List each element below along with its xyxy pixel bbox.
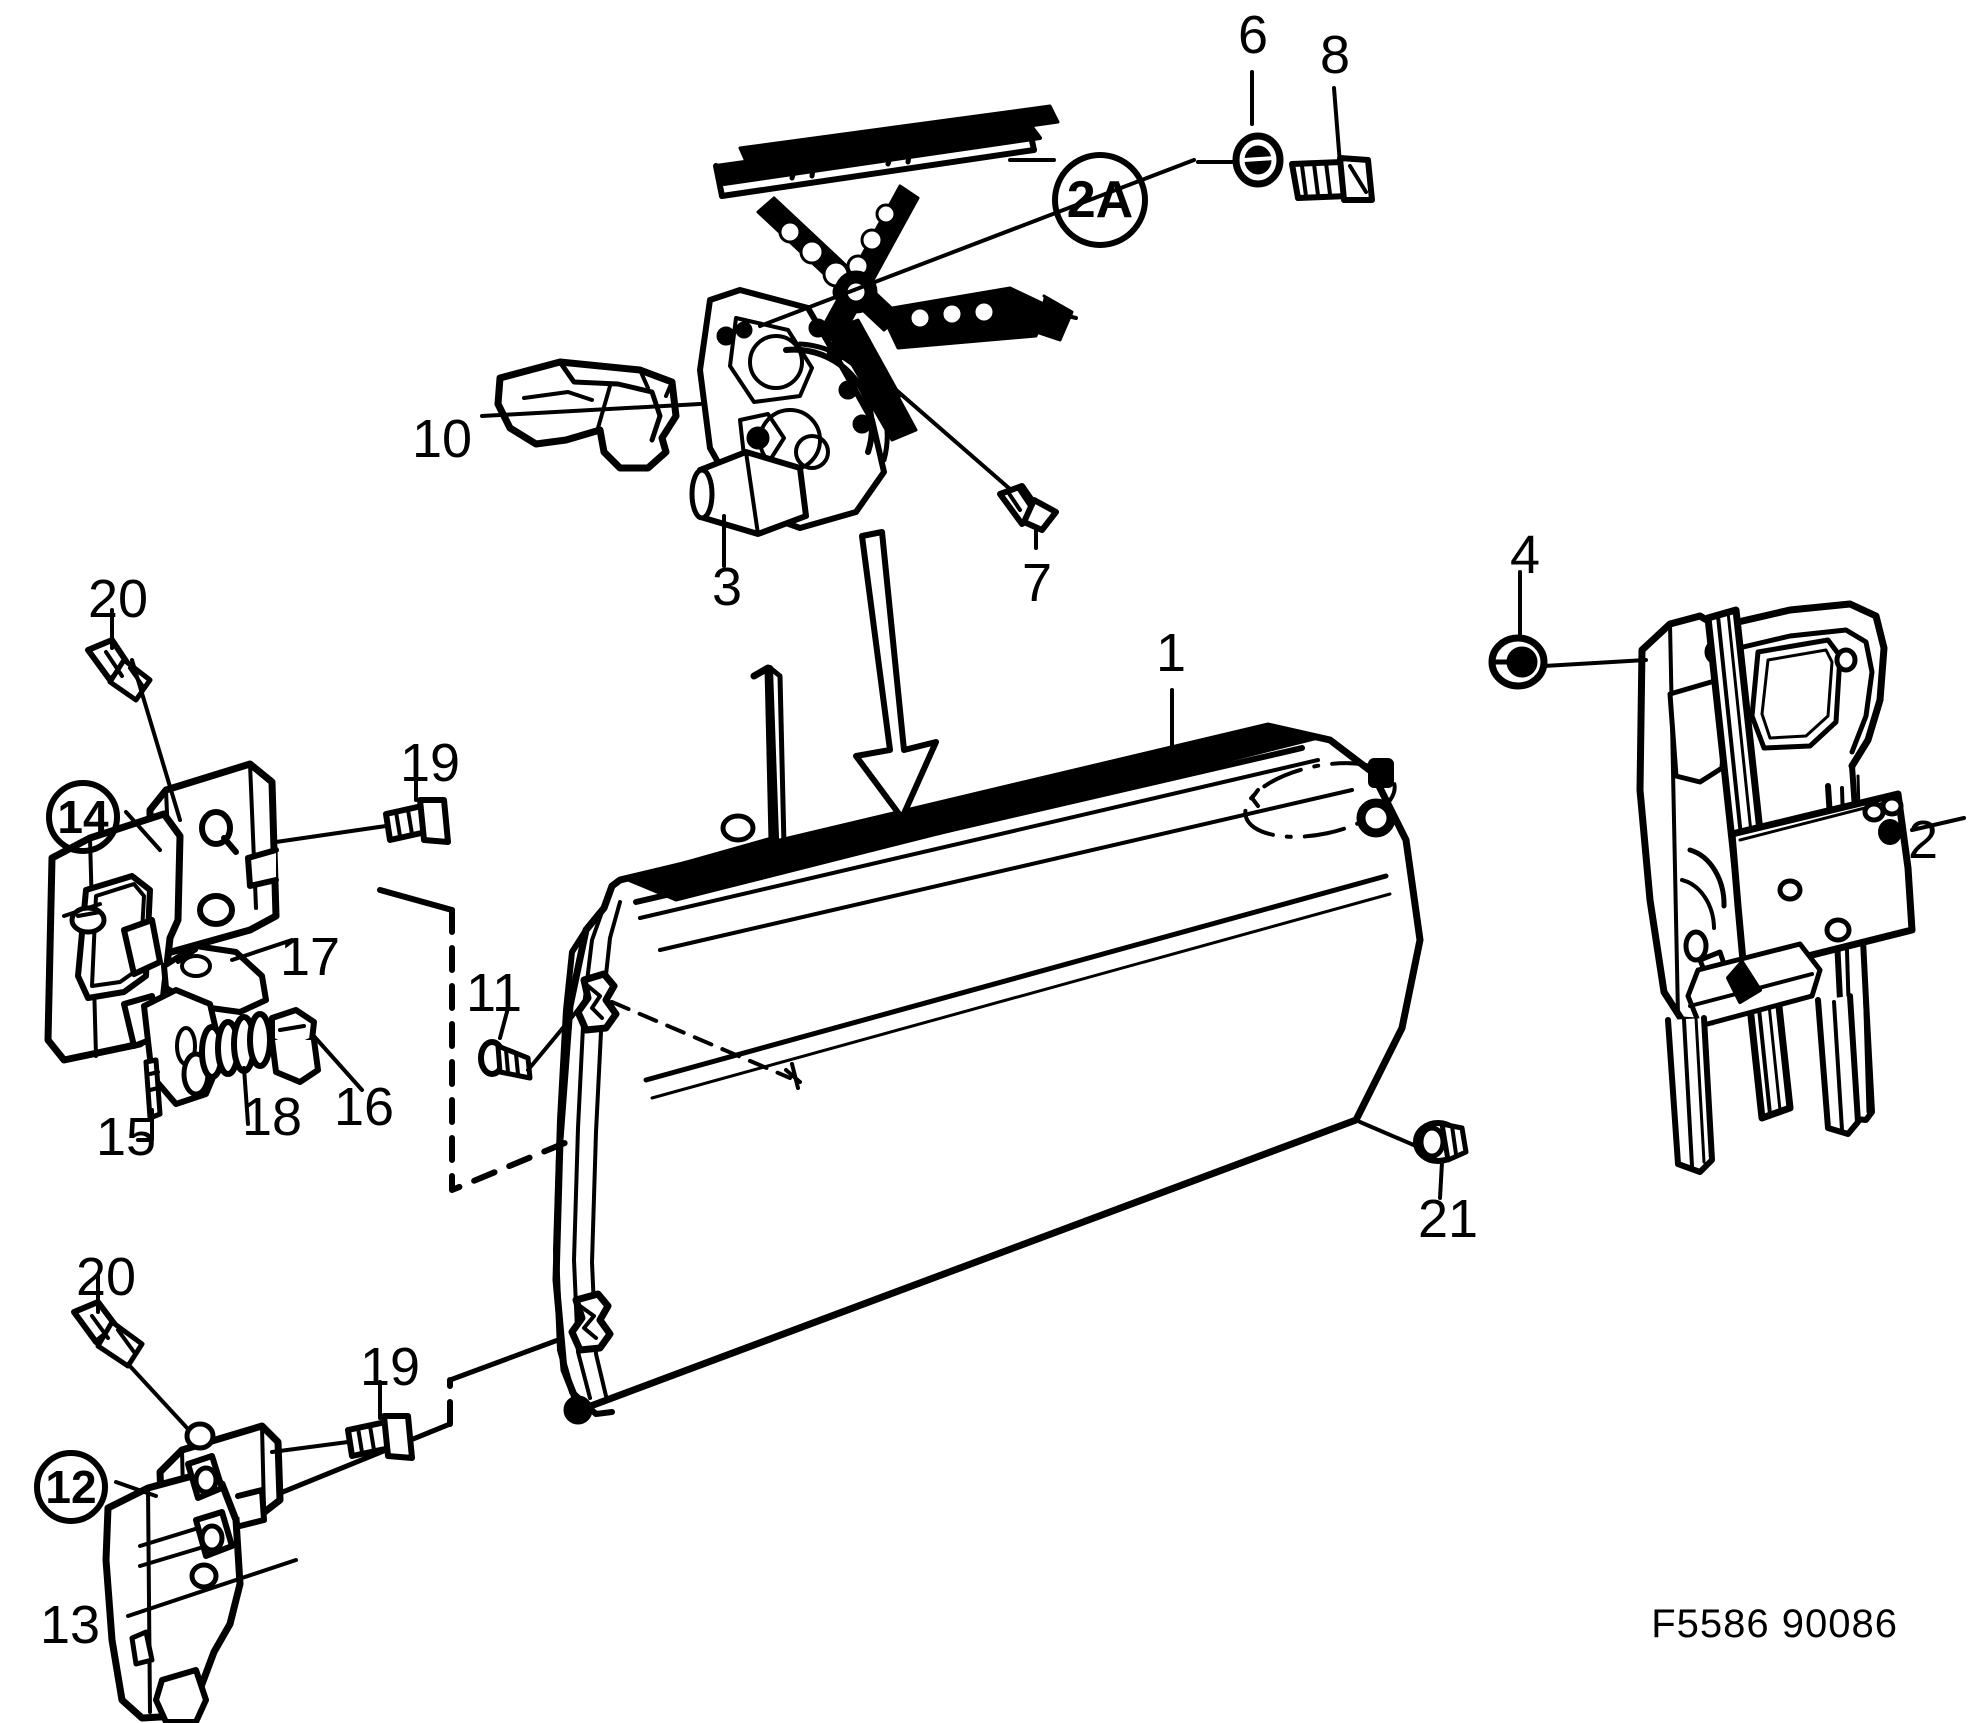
install-arrow [853,529,939,821]
callout-13: 13 [40,1595,101,1655]
callout-10: 10 [412,409,473,469]
leader-16 [310,1032,364,1092]
lower-hinge-assembly-art [71,1274,284,1723]
leader-18 [242,1066,250,1126]
callout-2a: 2A [1052,152,1148,248]
leader-11 [498,1006,510,1040]
bolt-19-upper-art [383,797,451,845]
callout-20-lower: 20 [76,1247,137,1307]
leader-13 [126,1558,298,1618]
leader-2 [1910,816,1966,832]
callout-21: 21 [1418,1189,1479,1249]
callout-19-upper: 19 [400,733,461,793]
callout-3: 3 [712,557,743,617]
callout-17: 17 [280,927,341,987]
grommet-4-art [1488,634,1548,690]
leader-15 [136,1108,154,1142]
callout-11: 11 [466,963,523,1023]
upper-hinge-assembly-art [44,637,321,1121]
callout-14-label: 14 [57,791,109,843]
callout-6: 6 [1238,5,1269,65]
figure-code: F5586 90086 [1651,1602,1898,1646]
callout-18: 18 [242,1087,303,1147]
callout-16: 16 [334,1077,395,1137]
screw-11-art [478,1039,533,1081]
window-frame-assembly-art [1636,600,1916,1175]
grommet-6-art [1232,132,1284,188]
leader-14 [124,810,162,852]
dashed-bracket-upper [449,907,575,1193]
callout-2a-label: 2A [1066,171,1134,229]
callout-15: 15 [96,1107,157,1167]
screw-7-art [997,483,1059,533]
leader-12 [114,1480,158,1498]
leader-21 [1438,1160,1444,1200]
leader-10 [480,402,702,418]
window-regulator-assembly-art [494,104,1078,537]
leader-17 [230,938,294,962]
callout-1: 1 [1156,623,1187,683]
plug-21-art [1413,1120,1469,1164]
door-panel-art [552,664,1424,1425]
leader-8 [1332,86,1342,166]
callout-7: 7 [1022,553,1053,613]
bolt-8-art [1289,155,1375,203]
callout-14: 14 [46,780,120,854]
callout-8: 8 [1320,25,1351,85]
callout-12: 12 [34,1450,108,1524]
callout-19-lower: 19 [360,1337,421,1397]
bolt-19-lower-art [345,1413,415,1461]
callout-2: 2 [1908,810,1939,870]
callout-12-label: 12 [45,1461,97,1513]
leader-7 [878,374,1020,498]
callout-20-upper: 20 [88,569,149,629]
callout-4: 4 [1510,525,1541,585]
